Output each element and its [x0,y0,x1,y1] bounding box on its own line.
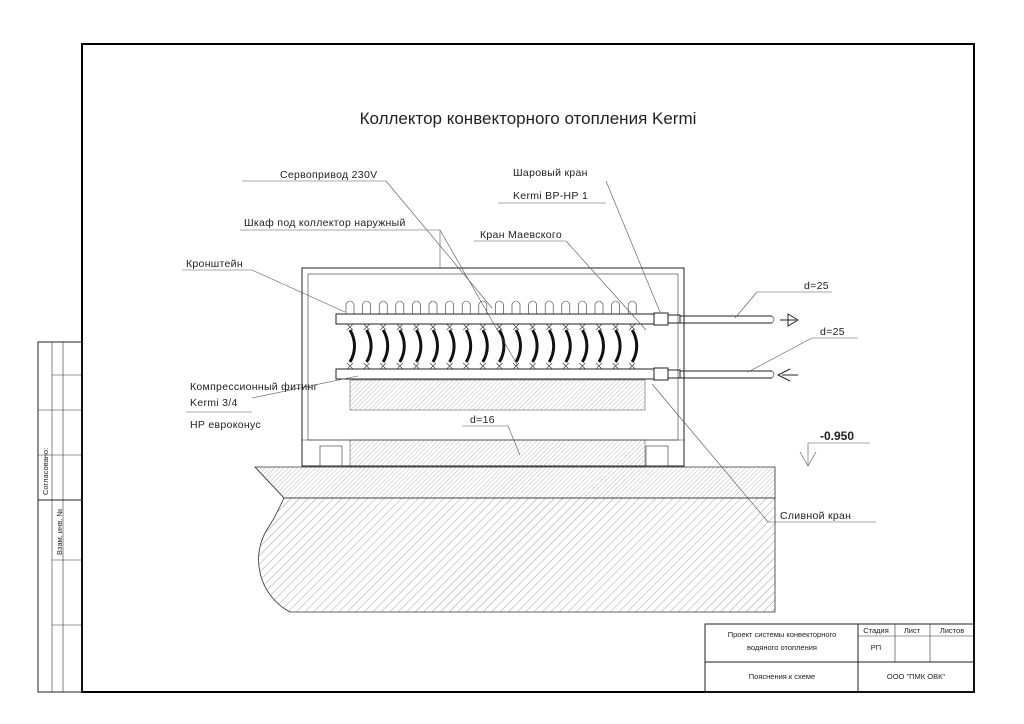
servo-actuator [561,300,571,314]
heating-tube [514,329,522,363]
tb-stage-value: РП [871,643,881,652]
heating-tube [597,329,605,363]
servo-actuator [362,300,371,314]
supply-return-pipes [653,312,799,382]
tb-stage-header: Стадия [863,626,889,635]
tb-sheet-header: Лист [904,626,921,635]
label-compression-1: Компрессионный фитинг [190,381,318,393]
outlet-valve [496,323,503,370]
dim-supply: d=25 [804,280,829,292]
servo-actuator [611,300,620,314]
servo-actuator [378,300,388,314]
heating-tube [614,329,622,363]
outlet-valve [628,323,636,370]
heating-tube [564,329,572,363]
heating-tube [498,329,506,363]
label-mayevsky: Кран Маевского [480,229,562,241]
label-bracket: Кронштейн [186,258,243,270]
outlet-valve [529,323,536,370]
servo-actuator [528,300,537,314]
outlet-valve [413,323,420,370]
heating-tube [415,329,423,363]
heating-tube [448,329,456,363]
label-cabinet: Шкаф под коллектор наружный [244,217,406,229]
heating-tube [531,329,539,363]
servo-actuator [495,300,504,314]
level-mark: -0.950 [820,429,854,443]
label-drain: Сливной кран [780,510,851,522]
servo-actuator [594,300,604,314]
label-eurocone: НР евроконус [190,419,261,431]
side-stamp: Согласовано: Взам. инв. № [37,341,83,693]
heating-tube [431,329,439,363]
floor-slab [254,466,776,613]
servo-actuator [627,300,637,314]
collector-cabinet [301,267,685,467]
outlet-valve [479,323,487,370]
tb-explanations: Пояснения к схеме [749,672,815,681]
side-stamp-agreed: Согласовано: [41,448,50,495]
outlet-valve [579,323,586,370]
servo-actuator [461,300,471,314]
tb-project-line1: Проект системы конвекторного [728,630,837,639]
servo-actuator [428,300,438,314]
outlet-valve [396,323,404,370]
outlet-valve [429,323,437,370]
outlet-valve [512,323,520,370]
label-ball-valve-1: Шаровый кран [513,167,588,179]
heating-tube [398,329,406,363]
heating-tube [464,329,473,363]
servo-actuator [412,300,421,314]
outlet-valve [346,323,354,370]
title-block: Проект системы конвекторного водяного от… [704,623,975,693]
outlet-valve [612,323,619,370]
tb-sheets-header: Листов [940,626,964,635]
leaders [182,180,876,523]
servo-actuator [445,300,454,314]
heating-tube [581,329,589,363]
label-ball-valve-2: Kermi ВР-НР 1 [513,190,588,202]
servo-actuator [345,300,355,314]
dim-return: d=25 [820,326,845,338]
servo-actuator [511,300,521,314]
tb-company: ООО "ПМК ОВК" [887,672,946,681]
label-servo: Сервопривод 230V [280,169,377,181]
servo-actuator [395,300,405,314]
heating-tube [630,329,639,363]
outlet-valve [462,323,470,370]
outlet-valve [595,323,603,370]
outlet-valve [545,323,553,370]
heating-tube [547,329,556,363]
heating-tube [365,329,373,363]
outlet-valve [446,323,453,370]
dim-tubes: d=16 [470,414,495,426]
heating-tube [481,329,489,363]
servo-actuator [578,300,587,314]
manifold [335,300,655,468]
side-stamp-inv: Взам. инв. № [55,509,64,555]
heating-tube [381,329,390,363]
heating-tube [348,329,356,363]
tb-project-line2: водяного отопления [747,643,817,652]
outlet-valve [562,323,570,370]
outlet-valve [363,323,370,370]
servo-actuator [478,300,488,314]
drawing-title: Коллектор конвекторного отопления Kermi [360,109,697,128]
outlet-valve [379,323,387,370]
label-compression-2: Kermi 3/4 [190,397,238,409]
servo-actuator [544,300,554,314]
